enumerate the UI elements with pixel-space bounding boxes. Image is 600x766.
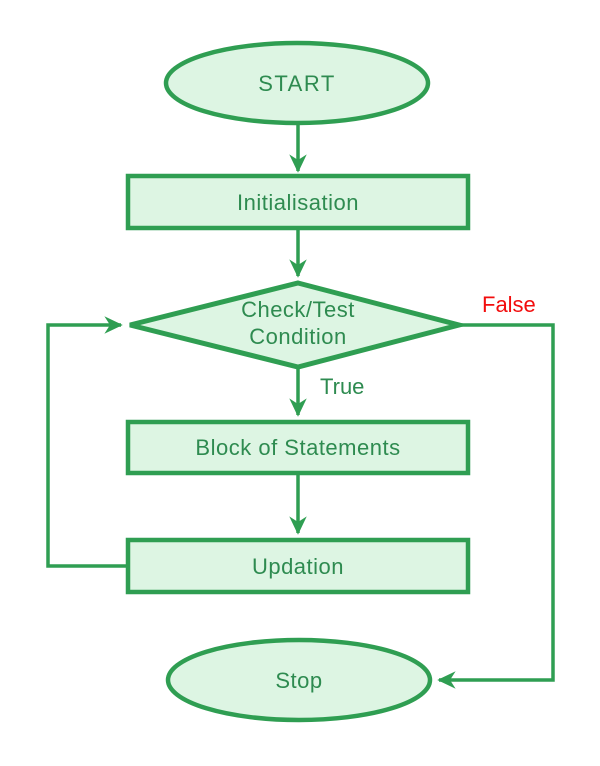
condition-label-line2: Condition bbox=[249, 324, 346, 349]
start-ellipse bbox=[163, 40, 431, 126]
true-branch-label: True bbox=[320, 374, 364, 399]
updation-label: Updation bbox=[252, 554, 344, 579]
updation-rect bbox=[125, 537, 471, 595]
block-label: Block of Statements bbox=[195, 435, 400, 460]
edge-updation-loop-back-to-condition bbox=[46, 316, 128, 568]
false-branch-label: False bbox=[482, 292, 536, 317]
node-stop: Stop bbox=[165, 637, 433, 723]
node-start: START bbox=[163, 40, 431, 126]
node-condition: Check/Test Condition bbox=[129, 280, 469, 370]
condition-label-line1: Check/Test bbox=[241, 297, 355, 322]
stop-label: Stop bbox=[275, 668, 322, 693]
edge-condition-false-to-stop bbox=[437, 323, 555, 689]
stop-ellipse bbox=[165, 637, 433, 723]
node-block-of-statements: Block of Statements bbox=[125, 419, 471, 476]
start-label: START bbox=[258, 71, 336, 96]
block-rect bbox=[125, 419, 471, 476]
condition-diamond bbox=[129, 280, 469, 370]
node-updation: Updation bbox=[125, 537, 471, 595]
node-initialisation: Initialisation bbox=[125, 173, 471, 231]
initialisation-label: Initialisation bbox=[237, 190, 359, 215]
initialisation-rect bbox=[125, 173, 471, 231]
